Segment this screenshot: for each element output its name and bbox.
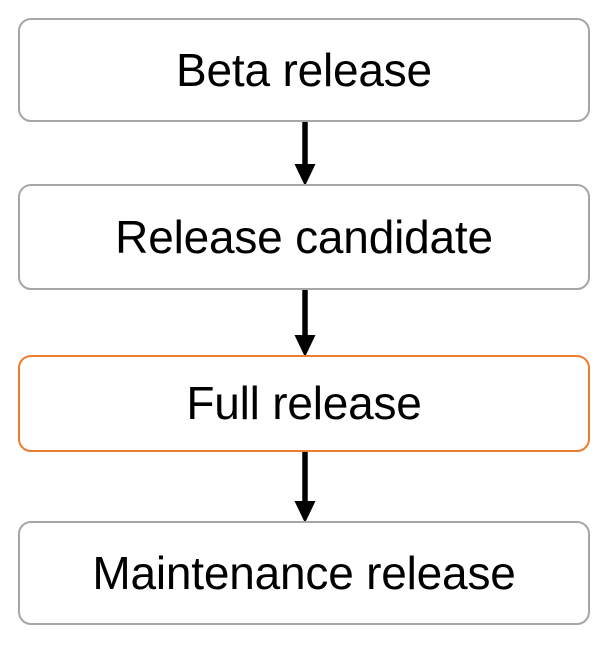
connector-full-to-maintenance xyxy=(285,449,325,525)
flow-node-maintenance-release[interactable]: Maintenance release xyxy=(18,521,590,625)
flow-node-label: Maintenance release xyxy=(92,546,516,599)
flow-node-release-candidate[interactable]: Release candidate xyxy=(18,184,590,290)
arrowhead-icon xyxy=(294,164,316,186)
flow-node-label: Full release xyxy=(186,377,422,430)
flow-node-full-release[interactable]: Full release xyxy=(18,355,590,452)
flow-node-label: Beta release xyxy=(176,43,432,96)
flow-node-label: Release candidate xyxy=(115,210,493,263)
flow-node-beta-release[interactable]: Beta release xyxy=(18,18,590,122)
connector-beta-to-rc xyxy=(285,118,325,188)
connector-rc-to-full xyxy=(285,287,325,359)
arrowhead-icon xyxy=(294,501,316,523)
arrowhead-icon xyxy=(294,335,316,357)
